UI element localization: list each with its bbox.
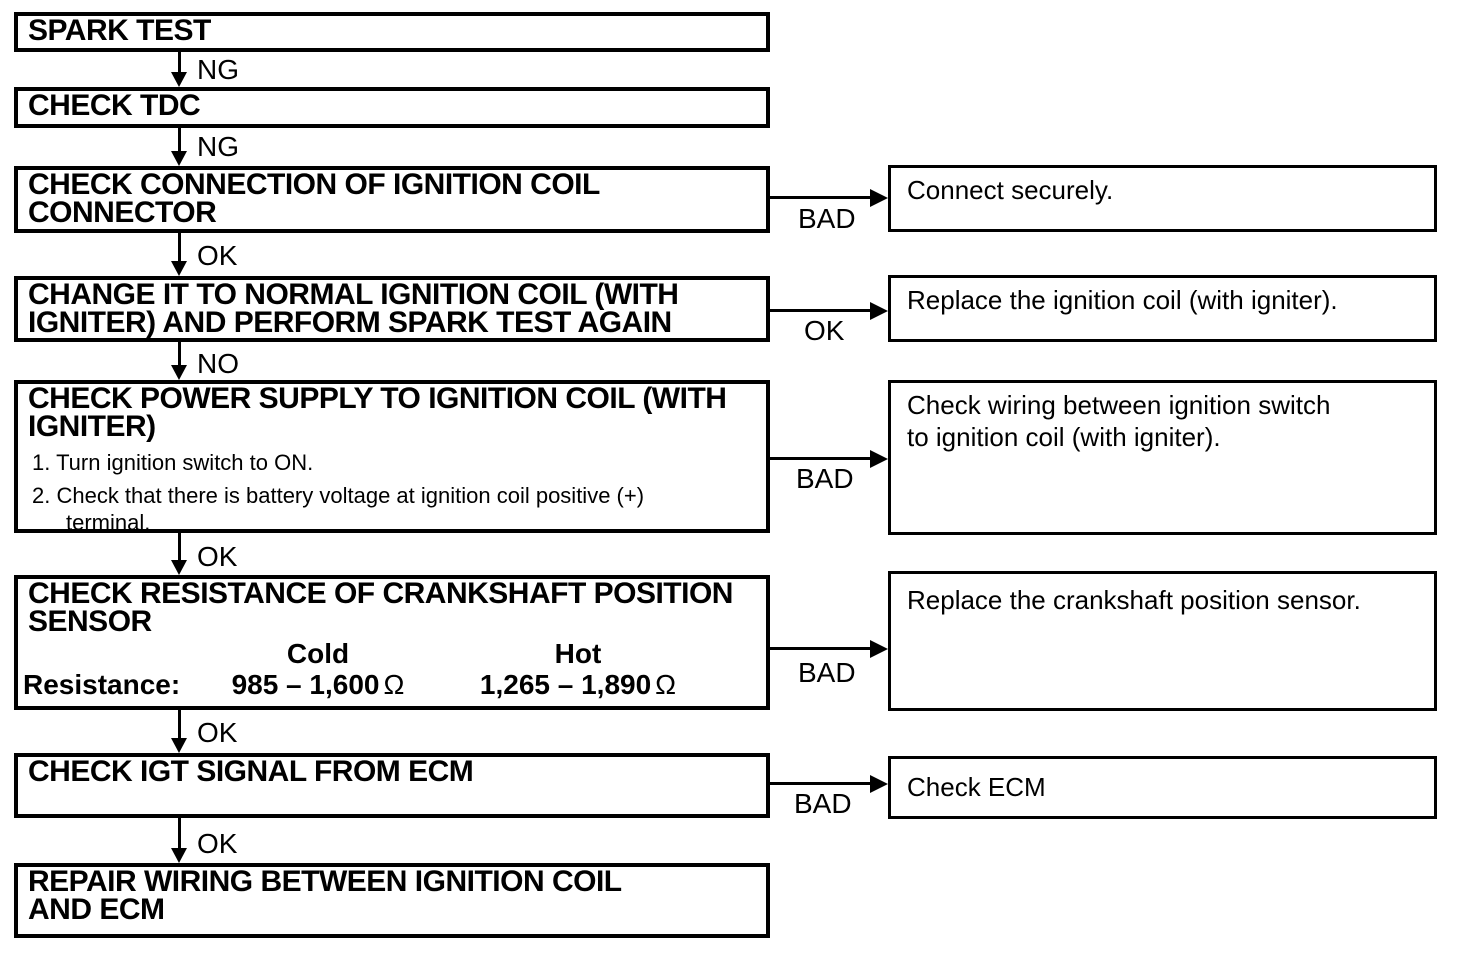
- result-box-check-ecm: Check ECM: [888, 756, 1437, 819]
- cold-range: 985 – 1,600: [231, 669, 380, 700]
- edge-label-no: NO: [197, 348, 239, 379]
- down-arrow-icon: [171, 738, 187, 753]
- flow-box-check-igt-signal: CHECK IGT SIGNAL FROM ECM: [14, 753, 770, 818]
- result-text: Connect securely.: [907, 175, 1114, 205]
- down-arrow-icon: [171, 261, 187, 276]
- right-arrow-icon: [870, 189, 888, 207]
- right-arrow-icon: [870, 450, 888, 468]
- flow-box-spark-test: SPARK TEST: [14, 12, 770, 52]
- flow-box-change-coil: CHANGE IT TO NORMAL IGNITION COIL (WITH …: [14, 276, 770, 342]
- right-arrow-line: [770, 647, 870, 650]
- box-title: SPARK TEST: [28, 14, 211, 47]
- flow-box-check-tdc: CHECK TDC: [14, 87, 770, 128]
- box-title: CHECK POWER SUPPLY TO IGNITION COIL (WIT…: [28, 382, 727, 443]
- ohm-unit: Ω: [383, 669, 405, 700]
- right-arrow-icon: [870, 640, 888, 658]
- procedure-step: 2. Check that there is battery voltage a…: [32, 483, 645, 535]
- flow-box-check-power-supply: CHECK POWER SUPPLY TO IGNITION COIL (WIT…: [14, 380, 770, 536]
- edge-label-ng: NG: [197, 54, 239, 85]
- box-title: CHANGE IT TO NORMAL IGNITION COIL (WITH …: [28, 278, 679, 339]
- down-arrow-icon: [171, 151, 187, 166]
- cold-column-header: Cold: [286, 638, 350, 669]
- result-box-check-wiring: Check wiring between ignition switch to …: [888, 380, 1437, 535]
- flow-box-check-resistance: CHECK RESISTANCE OF CRANKSHAFT POSITION …: [14, 575, 770, 710]
- result-box-connect-securely: Connect securely.: [888, 165, 1437, 232]
- edge-label-bad: BAD: [798, 203, 856, 234]
- edge-label-ok: OK: [197, 717, 238, 748]
- hot-column-header: Hot: [554, 638, 602, 669]
- result-box-replace-crankshaft-sensor: Replace the crankshaft position sensor.: [888, 571, 1437, 711]
- box-title: REPAIR WIRING BETWEEN IGNITION COIL AND …: [28, 865, 622, 926]
- hot-range: 1,265 – 1,890: [479, 669, 652, 700]
- edge-label-ok: OK: [197, 541, 238, 572]
- down-arrow-line: [178, 52, 181, 73]
- right-arrow-line: [770, 196, 870, 199]
- edge-label-bad: BAD: [796, 463, 854, 494]
- edge-label-ok: OK: [197, 240, 238, 271]
- right-arrow-icon: [870, 775, 888, 793]
- ohm-unit: Ω: [655, 669, 677, 700]
- procedure-steps: 1. Turn ignition switch to ON. 2. Check …: [18, 449, 766, 536]
- edge-label-ok: OK: [197, 828, 238, 859]
- down-arrow-line: [178, 710, 181, 739]
- flow-box-check-connection: CHECK CONNECTION OF IGNITION COIL CONNEC…: [14, 166, 770, 233]
- result-text: Check ECM: [907, 772, 1046, 802]
- edge-label-bad: BAD: [798, 657, 856, 688]
- right-arrow-line: [770, 309, 870, 312]
- down-arrow-line: [178, 533, 181, 561]
- down-arrow-icon: [171, 72, 187, 87]
- right-arrow-line: [770, 457, 870, 460]
- down-arrow-icon: [171, 848, 187, 863]
- result-text: Check wiring between ignition switch to …: [907, 390, 1331, 452]
- edge-label-ng: NG: [197, 131, 239, 162]
- resistance-label: Resistance:: [23, 669, 181, 700]
- result-text: Replace the ignition coil (with igniter)…: [907, 285, 1338, 315]
- down-arrow-line: [178, 128, 181, 152]
- edge-label-bad: BAD: [794, 788, 852, 819]
- box-title: CHECK CONNECTION OF IGNITION COIL CONNEC…: [28, 168, 600, 229]
- down-arrow-line: [178, 342, 181, 366]
- flow-box-repair-wiring: REPAIR WIRING BETWEEN IGNITION COIL AND …: [14, 863, 770, 938]
- right-arrow-line: [770, 782, 870, 785]
- resistance-header-row: Cold Hot: [18, 639, 766, 669]
- right-arrow-icon: [870, 302, 888, 320]
- down-arrow-icon: [171, 365, 187, 380]
- result-text: Replace the crankshaft position sensor.: [907, 585, 1361, 615]
- result-box-replace-ignition-coil: Replace the ignition coil (with igniter)…: [888, 275, 1437, 342]
- procedure-step: 1. Turn ignition switch to ON.: [32, 450, 314, 475]
- down-arrow-icon: [171, 560, 187, 575]
- box-title: CHECK IGT SIGNAL FROM ECM: [28, 755, 474, 788]
- spacer-cell: [18, 639, 198, 669]
- box-title: CHECK TDC: [28, 89, 201, 122]
- down-arrow-line: [178, 818, 181, 849]
- edge-label-ok: OK: [804, 315, 845, 346]
- down-arrow-line: [178, 233, 181, 262]
- box-title: CHECK RESISTANCE OF CRANKSHAFT POSITION …: [28, 577, 733, 638]
